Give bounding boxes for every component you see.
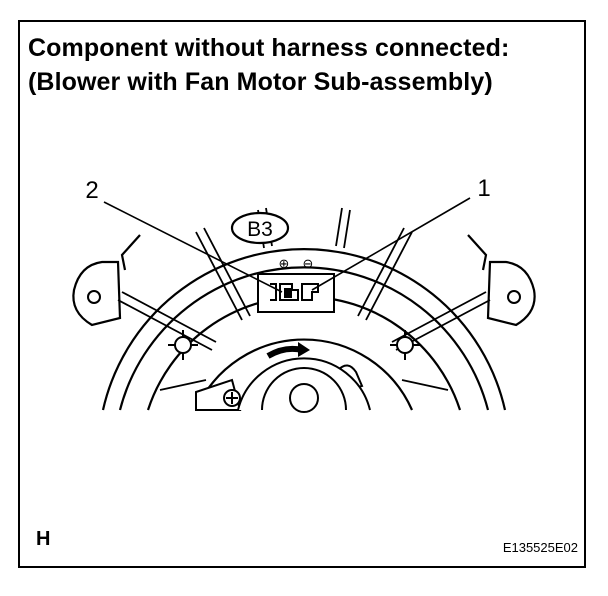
plus-symbol: ⊕ (279, 257, 290, 272)
figure-frame (18, 20, 586, 568)
fastener-right (390, 330, 420, 360)
rotation-arrow (266, 342, 310, 359)
leader-lines (103, 197, 471, 293)
fastener-left (168, 330, 198, 360)
corner-letter: H (36, 528, 51, 550)
connector-id-badge: B3 (230, 211, 290, 245)
mounting-ear-right (486, 260, 536, 327)
motor-hub (195, 357, 371, 413)
pin-label-2: 2 (85, 177, 98, 204)
mounting-ear-left (72, 260, 122, 327)
minus-symbol: ⊖ (303, 257, 314, 272)
connector-id-text: B3 (247, 218, 273, 241)
pin-label-1: 1 (477, 175, 490, 202)
title-line-1: Component without harness connected: (28, 34, 510, 62)
title-line-2: (Blower with Fan Motor Sub-assembly) (28, 68, 493, 96)
motor-connector (257, 273, 335, 313)
figure-code: E135525E02 (502, 540, 578, 555)
